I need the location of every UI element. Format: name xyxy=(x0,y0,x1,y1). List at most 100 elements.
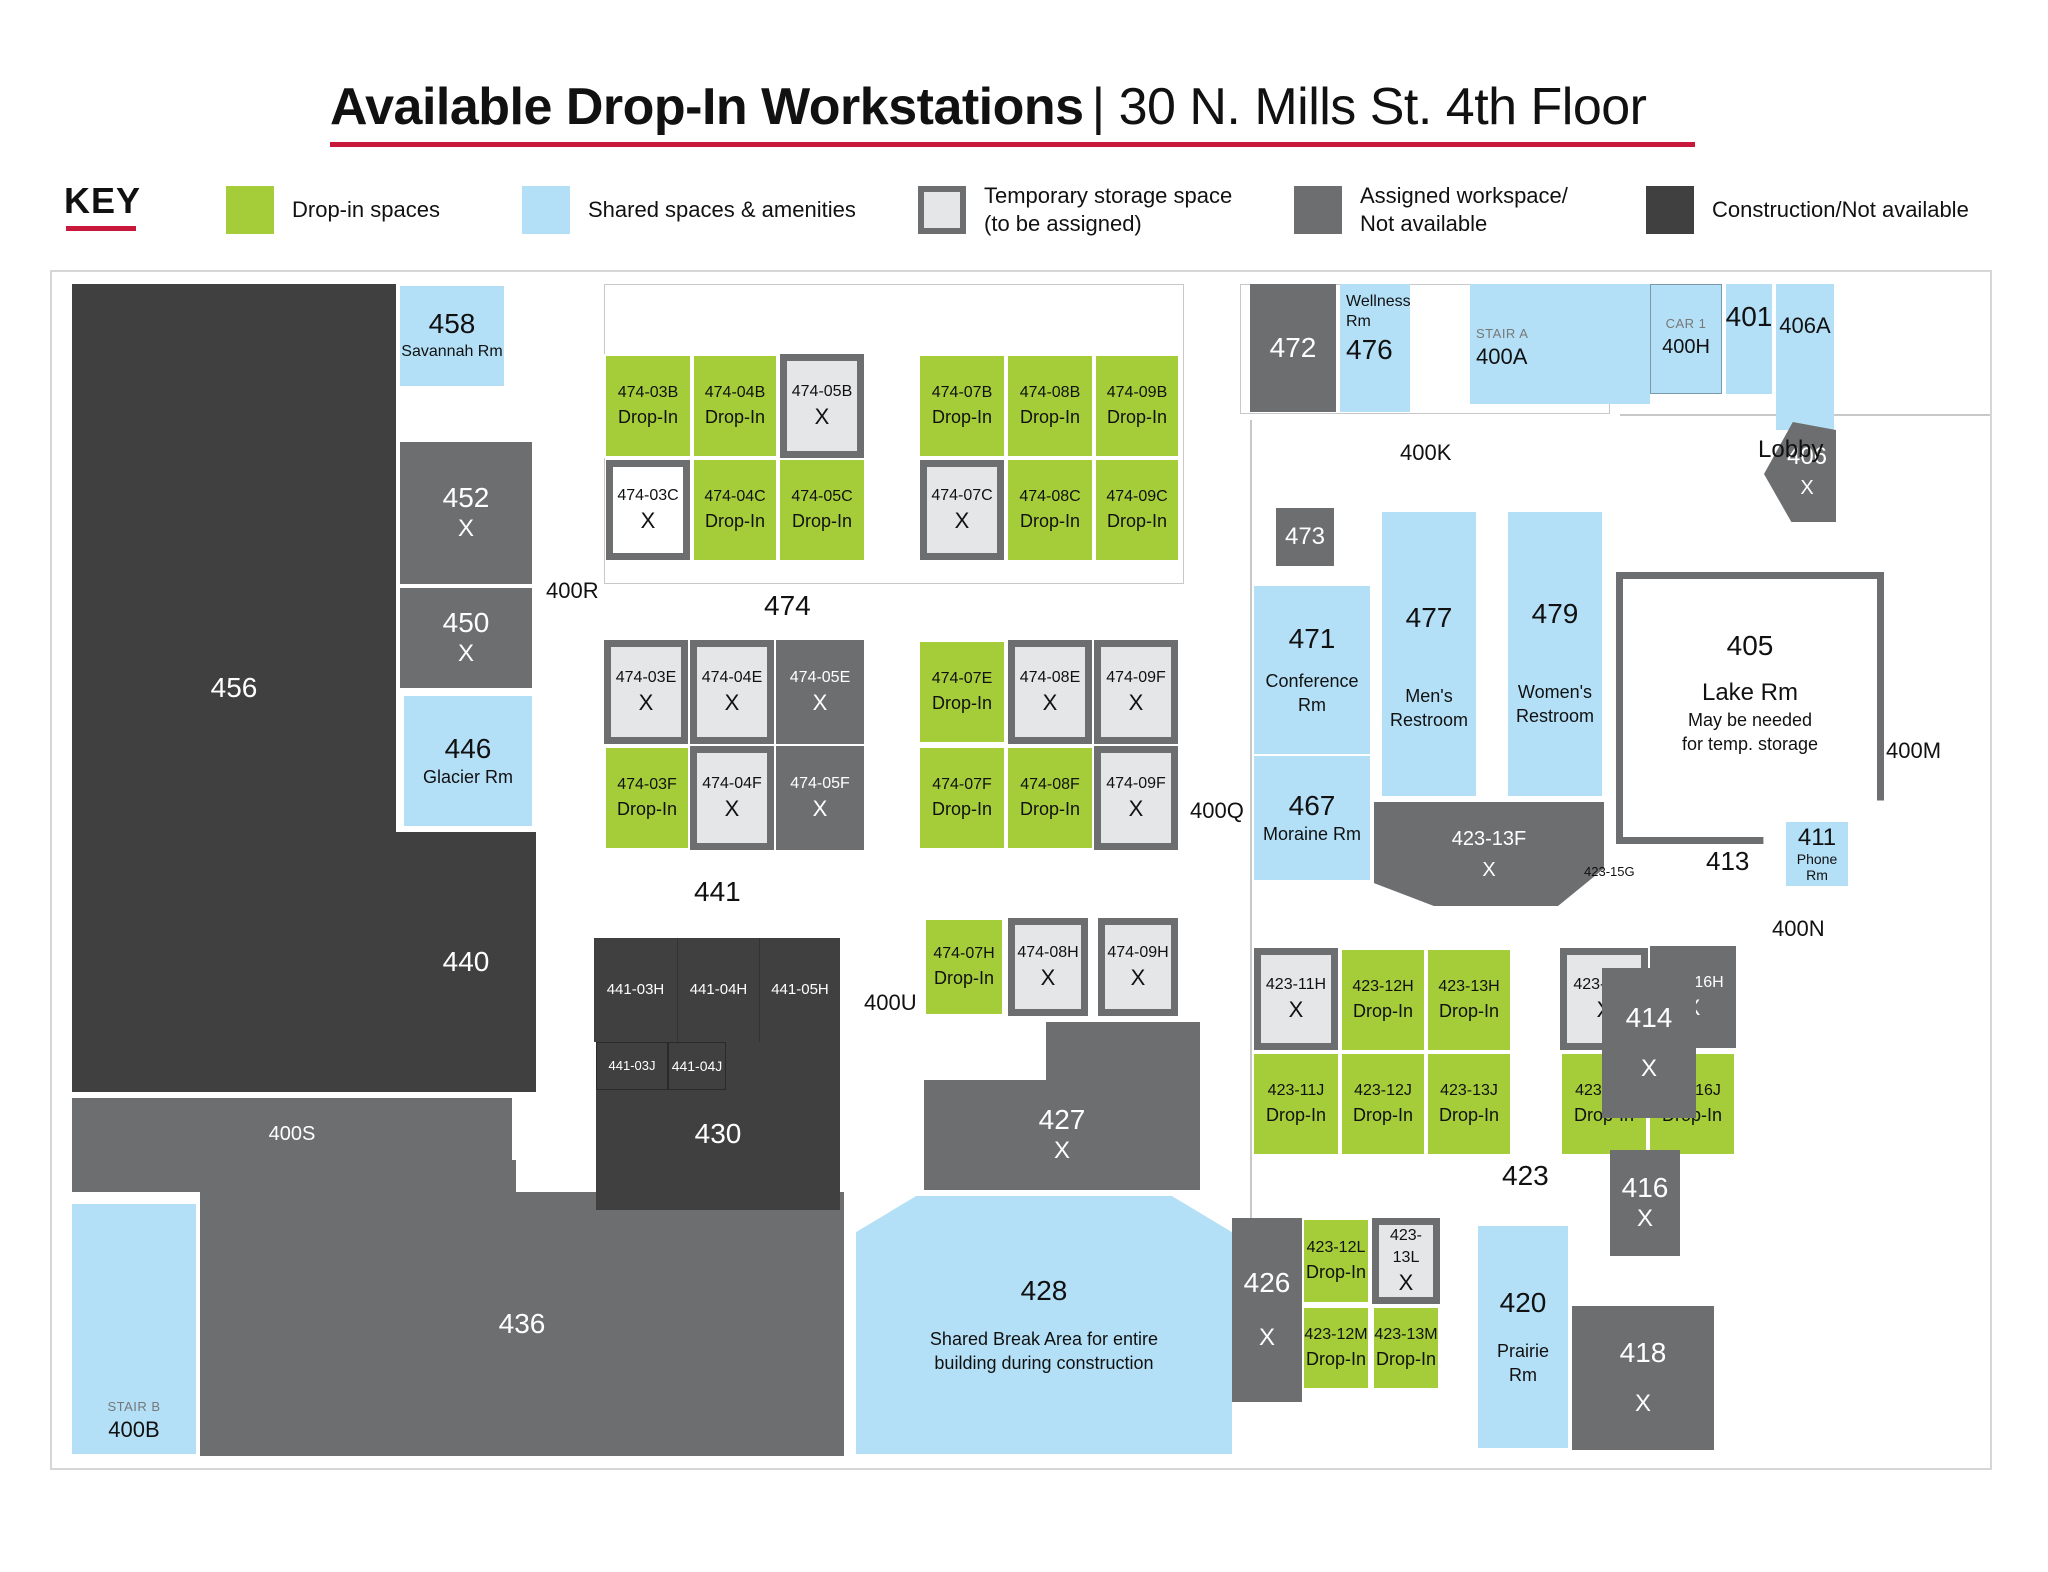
room-name: Women's xyxy=(1517,682,1593,702)
workstation-423-12M[interactable]: 423-12M Drop-In xyxy=(1302,1306,1370,1390)
room-467-moraine[interactable]: 467 Moraine Rm xyxy=(1254,756,1370,880)
workstation-474-07B[interactable]: 474-07B Drop-In xyxy=(918,354,1006,458)
workstation-474-07H[interactable]: 474-07H Drop-In xyxy=(924,918,1004,1016)
room-418[interactable]: 418 X xyxy=(1572,1306,1714,1450)
corridor-400Q: 400Q xyxy=(1190,798,1244,823)
room-400B-stair-b[interactable]: STAIR B 400B xyxy=(72,1204,196,1454)
workstation-474-09F-upper[interactable]: 474-09F X xyxy=(1094,640,1178,744)
workstation-id: 474-04B xyxy=(704,384,766,401)
workstation-423-12H[interactable]: 423-12H Drop-In xyxy=(1340,948,1426,1052)
workstation-423-11H[interactable]: 423-11H X xyxy=(1254,948,1338,1050)
room-472[interactable]: 472 xyxy=(1250,284,1336,412)
workstation-474-03E[interactable]: 474-03E X xyxy=(604,640,688,744)
room-452[interactable]: 452 X xyxy=(400,442,532,584)
elevator-tag: CAR 1 xyxy=(1665,315,1707,331)
room-441-03H[interactable]: 441-03H xyxy=(594,938,678,1042)
workstation-474-08F[interactable]: 474-08F Drop-In xyxy=(1006,746,1094,850)
room-479-womens-restroom[interactable]: 479 Women's Restroom xyxy=(1508,512,1602,796)
workstation-id: 474-08E xyxy=(1019,669,1081,686)
workstation-id: 474-03F xyxy=(617,776,677,793)
room-405-lake[interactable]: 405 Lake Rm May be needed for temp. stor… xyxy=(1616,572,1884,844)
room-458-savannah[interactable]: 458 Savannah Rm xyxy=(400,286,504,386)
legend-assigned: Assigned workspace/ Not available xyxy=(1294,182,1568,238)
room-441-05H[interactable]: 441-05H xyxy=(760,938,840,1042)
room-440[interactable]: 440 xyxy=(396,832,536,1092)
room-420-prairie[interactable]: 420 Prairie Rm xyxy=(1478,1226,1568,1448)
workstation-474-05E[interactable]: 474-05E X xyxy=(776,640,864,744)
legend-label: Drop-in spaces xyxy=(292,197,440,222)
room-423-13F[interactable]: 423-13F X xyxy=(1374,802,1604,906)
room-427[interactable]: 427 X xyxy=(924,1080,1200,1190)
workstation-id: 423-13J xyxy=(1440,1082,1498,1099)
workstation-474-08C[interactable]: 474-08C Drop-In xyxy=(1006,458,1094,562)
legend-temp-storage: Temporary storage space (to be assigned) xyxy=(918,182,1232,238)
workstation-id: 474-04C xyxy=(704,488,766,505)
room-416[interactable]: 416 X xyxy=(1610,1150,1680,1256)
workstation-474-04C[interactable]: 474-04C Drop-In xyxy=(692,458,778,562)
room-441-03J[interactable]: 441-03J xyxy=(596,1042,668,1090)
workstation-474-09H[interactable]: 474-09H X xyxy=(1098,918,1178,1016)
workstation-474-04E[interactable]: 474-04E X xyxy=(690,640,774,744)
room-441-04J[interactable]: 441-04J xyxy=(668,1042,726,1090)
room-number: 477 xyxy=(1405,602,1453,633)
room-446-glacier[interactable]: 446 Glacier Rm xyxy=(404,696,532,826)
legend-label-line2: (to be assigned) xyxy=(984,211,1142,236)
workstation-423-12J[interactable]: 423-12J Drop-In xyxy=(1340,1052,1426,1156)
legend-swatch-assigned xyxy=(1294,186,1342,234)
workstation-474-07E[interactable]: 474-07E Drop-In xyxy=(918,640,1006,744)
room-476-wellness[interactable]: Wellness Rm 476 xyxy=(1340,284,1411,412)
title-underline xyxy=(330,142,1695,147)
workstation-status: Drop-In xyxy=(1106,511,1168,531)
workstation-id: 423-13L xyxy=(1389,1227,1423,1266)
workstation-474-09C[interactable]: 474-09C Drop-In xyxy=(1094,458,1180,562)
workstation-474-03F[interactable]: 474-03F Drop-In xyxy=(604,746,690,850)
room-477-mens-restroom[interactable]: 477 Men's Restroom xyxy=(1382,512,1476,796)
workstation-474-04F[interactable]: 474-04F X xyxy=(690,746,774,850)
workstation-474-03B[interactable]: 474-03B Drop-In xyxy=(604,354,692,458)
workstation-id: 423-13M xyxy=(1374,1326,1438,1343)
room-450[interactable]: 450 X xyxy=(400,588,532,688)
workstation-status: Drop-In xyxy=(704,407,766,427)
workstation-474-03C[interactable]: 474-03C X xyxy=(606,460,690,560)
room-473[interactable]: 473 xyxy=(1276,508,1334,566)
workstation-474-05B[interactable]: 474-05B X xyxy=(780,354,864,458)
room-426[interactable]: 426 X xyxy=(1232,1218,1302,1402)
area-423-label: 423 xyxy=(1502,1160,1549,1191)
room-456[interactable]: 456 xyxy=(72,284,396,1092)
legend-swatch-drop-in xyxy=(226,186,274,234)
room-406A[interactable]: 406A xyxy=(1776,284,1834,430)
workstation-423-13J[interactable]: 423-13J Drop-In xyxy=(1426,1052,1512,1156)
workstation-423-13M[interactable]: 423-13M Drop-In xyxy=(1372,1306,1440,1390)
room-400A-stair-a[interactable]: STAIR A 400A xyxy=(1470,284,1650,404)
workstation-423-12L[interactable]: 423-12L Drop-In xyxy=(1302,1218,1370,1304)
workstation-474-04B[interactable]: 474-04B Drop-In xyxy=(692,354,778,458)
workstation-474-09F-lower[interactable]: 474-09F X xyxy=(1094,746,1178,850)
workstation-474-05F[interactable]: 474-05F X xyxy=(776,746,864,850)
workstation-474-08E[interactable]: 474-08E X xyxy=(1008,640,1092,744)
workstation-474-05C[interactable]: 474-05C Drop-In xyxy=(778,458,866,562)
workstation-474-08H[interactable]: 474-08H X xyxy=(1008,918,1088,1016)
room-414[interactable]: 414 X xyxy=(1602,968,1696,1118)
room-441-04H[interactable]: 441-04H xyxy=(678,938,760,1042)
workstation-474-07F[interactable]: 474-07F Drop-In xyxy=(918,746,1006,850)
room-428-break-area[interactable]: 428 Shared Break Area for entire buildin… xyxy=(856,1196,1232,1454)
room-401[interactable]: 401 xyxy=(1726,284,1772,394)
corridor-400R: 400R xyxy=(546,578,599,603)
workstation-423-13H[interactable]: 423-13H Drop-In xyxy=(1426,948,1512,1052)
room-471-conference[interactable]: 471 Conference Rm xyxy=(1254,586,1370,754)
room-number: 441-04H xyxy=(689,981,748,998)
legend-swatch-temp-storage xyxy=(918,186,966,234)
room-number: 426 xyxy=(1243,1267,1291,1298)
legend-swatch-shared xyxy=(522,186,570,234)
workstation-423-11J[interactable]: 423-11J Drop-In xyxy=(1252,1052,1340,1156)
workstation-474-09B[interactable]: 474-09B Drop-In xyxy=(1094,354,1180,458)
corridor-400K: 400K xyxy=(1400,440,1452,465)
legend-label: Shared spaces & amenities xyxy=(588,197,856,222)
room-number: 479 xyxy=(1531,598,1579,629)
workstation-474-08B[interactable]: 474-08B Drop-In xyxy=(1006,354,1094,458)
room-436[interactable]: 436 xyxy=(200,1192,844,1456)
room-400H-elevator[interactable]: CAR 1 400H xyxy=(1650,284,1722,394)
workstation-474-07C[interactable]: 474-07C X xyxy=(920,460,1004,560)
workstation-423-13L[interactable]: 423-13L X xyxy=(1372,1218,1440,1304)
room-411-phone[interactable]: 411 Phone Rm xyxy=(1786,822,1848,886)
